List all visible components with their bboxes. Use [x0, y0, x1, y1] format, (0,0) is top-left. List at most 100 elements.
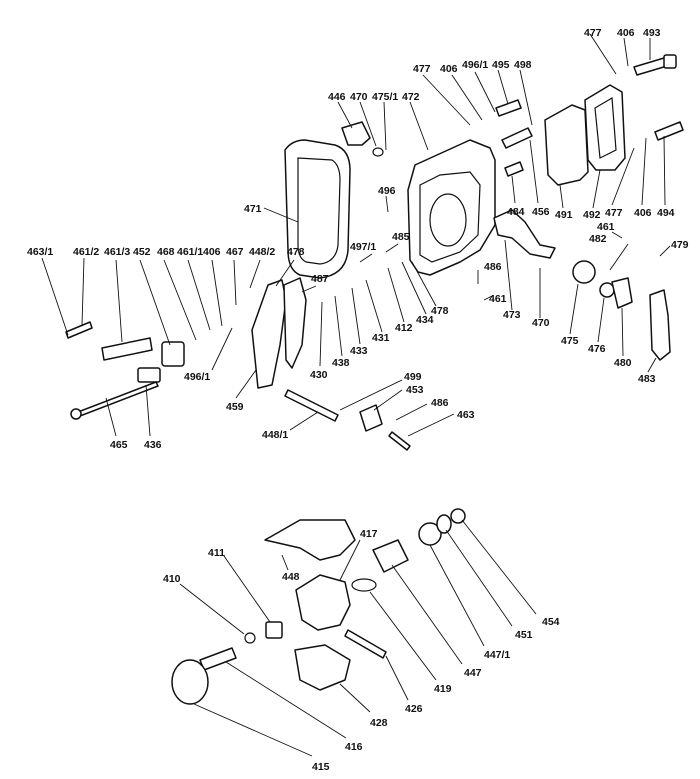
- label-426: 426: [405, 703, 423, 715]
- part-housing-472: [407, 139, 496, 276]
- part-bush-453: [359, 404, 383, 432]
- part-bolt-494: [654, 121, 684, 141]
- upper-assembly: [65, 54, 684, 451]
- callout-labels: 477 406 493 477 406 496/1 495 498 446 47…: [27, 27, 689, 773]
- part-cap-454: [450, 508, 466, 524]
- label-470a: 470: [350, 91, 368, 103]
- label-486a: 486: [484, 261, 502, 273]
- part-cover-492: [584, 84, 626, 171]
- part-flange-415: [171, 659, 209, 705]
- part-washer-410: [244, 632, 256, 644]
- part-bolt-493: [633, 57, 668, 76]
- part-bracket-480: [611, 277, 633, 309]
- part-housing-472-bore: [429, 193, 467, 247]
- label-480: 480: [614, 357, 632, 369]
- part-cover-492-inner: [594, 96, 617, 159]
- part-lever-428: [294, 644, 351, 691]
- label-496: 496: [378, 185, 396, 197]
- label-493: 493: [643, 27, 661, 39]
- label-406c: 406: [634, 207, 652, 219]
- part-linkage-459: [251, 279, 287, 389]
- label-491: 491: [555, 209, 573, 221]
- part-shaft-416: [199, 647, 237, 671]
- label-479: 479: [671, 239, 689, 251]
- part-gear-447: [372, 539, 409, 573]
- part-bolt-495: [495, 99, 522, 117]
- label-4961b: 496/1: [184, 371, 210, 383]
- label-417: 417: [360, 528, 378, 540]
- label-415: 415: [312, 761, 330, 773]
- part-ring-476: [599, 282, 615, 298]
- label-499: 499: [404, 371, 422, 383]
- label-477b: 477: [413, 63, 431, 75]
- label-494: 494: [657, 207, 675, 219]
- part-pin-4481: [284, 389, 339, 422]
- label-448: 448: [282, 571, 300, 583]
- part-sleeve-475: [572, 260, 596, 284]
- part-plate-4613: [101, 337, 153, 361]
- label-452: 452: [133, 246, 151, 258]
- label-456: 456: [532, 206, 550, 218]
- part-housing-472-inner: [419, 171, 481, 263]
- label-453: 453: [406, 384, 424, 396]
- label-416: 416: [345, 741, 363, 753]
- label-467: 467: [226, 246, 244, 258]
- label-473: 473: [503, 309, 521, 321]
- label-436: 436: [144, 439, 162, 451]
- part-bush-411: [265, 621, 283, 639]
- label-484: 484: [507, 206, 525, 218]
- label-4611a: 461/1: [177, 246, 203, 258]
- part-bolt-493-head: [663, 54, 677, 69]
- label-486b: 486: [431, 397, 449, 409]
- part-bolt-484: [504, 161, 524, 177]
- label-438: 438: [332, 357, 350, 369]
- label-471: 471: [244, 203, 262, 215]
- part-body-452: [161, 341, 185, 367]
- label-4612: 461/2: [73, 246, 99, 258]
- label-478a: 478: [287, 246, 305, 258]
- label-4961a: 496/1: [462, 59, 488, 71]
- label-410: 410: [163, 573, 181, 585]
- label-459: 459: [226, 401, 244, 413]
- label-4611b: 461: [597, 221, 615, 233]
- part-oring-419: [351, 578, 377, 592]
- part-gasket-471-inner: [297, 157, 341, 265]
- part-boot-446: [341, 121, 371, 146]
- label-475: 475: [561, 335, 579, 347]
- label-434: 434: [416, 314, 434, 326]
- label-463: 463: [457, 409, 475, 421]
- label-476: 476: [588, 343, 606, 355]
- part-oring-470: [372, 147, 384, 157]
- label-4971: 497/1: [350, 241, 376, 253]
- label-406a: 406: [617, 27, 635, 39]
- label-406b: 406: [440, 63, 458, 75]
- label-411: 411: [208, 547, 225, 559]
- label-428: 428: [370, 717, 388, 729]
- label-492: 492: [583, 209, 601, 221]
- part-spring-456: [501, 127, 533, 149]
- label-454: 454: [542, 616, 560, 628]
- label-4613: 461/3: [104, 246, 130, 258]
- label-468: 468: [157, 246, 175, 258]
- label-478b: 478: [431, 305, 449, 317]
- label-433: 433: [350, 345, 368, 357]
- label-465: 465: [110, 439, 128, 451]
- label-4471: 447/1: [484, 649, 510, 661]
- part-shaft-465-head: [70, 408, 82, 420]
- label-406d: 406: [203, 246, 221, 258]
- label-4751: 475/1: [372, 91, 398, 103]
- label-4482: 448/2: [249, 246, 275, 258]
- label-446: 446: [328, 91, 346, 103]
- label-4481: 448/1: [262, 429, 288, 441]
- part-spring-436: [137, 367, 161, 383]
- label-447: 447: [464, 667, 482, 679]
- label-482: 482: [589, 233, 607, 245]
- label-483: 483: [638, 373, 656, 385]
- part-lever-473: [493, 209, 556, 259]
- part-pin-463: [388, 431, 411, 451]
- label-461: 461: [489, 293, 507, 305]
- label-495: 495: [492, 59, 510, 71]
- label-498: 498: [514, 59, 532, 71]
- part-pin-426: [344, 629, 387, 659]
